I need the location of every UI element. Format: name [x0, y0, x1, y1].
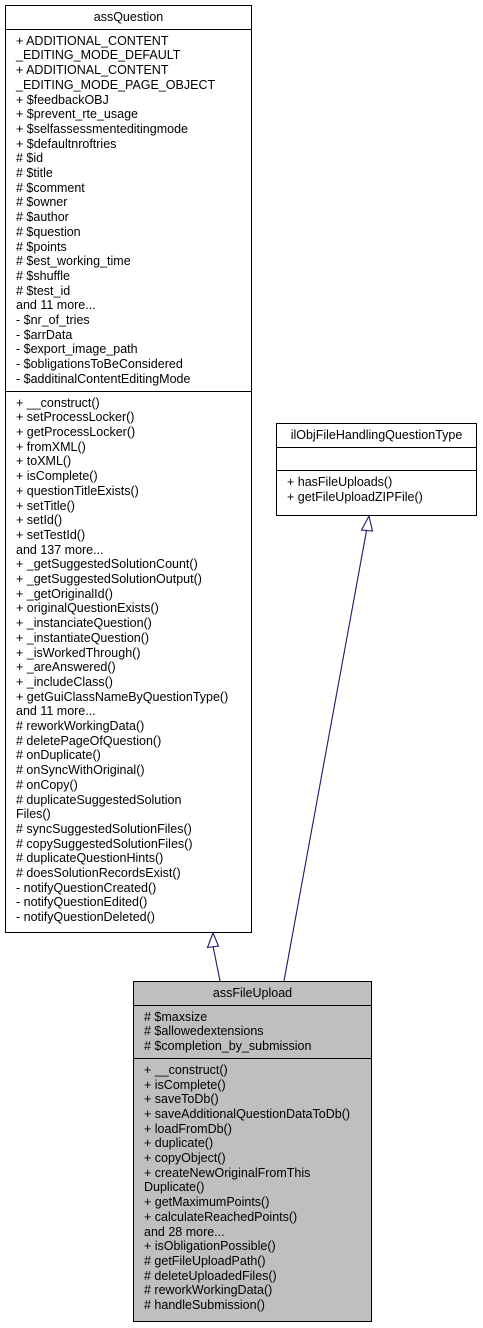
member-line: + duplicate()	[144, 1136, 214, 1151]
attributes-section: + ADDITIONAL_CONTENT_EDITING_MODE_DEFAUL…	[6, 30, 251, 392]
member-line: Duplicate()	[144, 1180, 205, 1195]
member-line: # duplicateQuestionHints()	[16, 851, 164, 866]
member-line: - $export_image_path	[16, 342, 138, 357]
member-line: # doesSolutionRecordsExist()	[16, 866, 181, 881]
member-line: + _isWorkedThrough()	[16, 645, 141, 660]
member-line: Files()	[16, 807, 51, 822]
member-line: # handleSubmission()	[144, 1298, 265, 1313]
member-line: # onCopy()	[16, 777, 78, 792]
member-line: + saveAdditionalQuestionDataToDb()	[144, 1106, 351, 1121]
class-assQuestion: assQuestion + ADDITIONAL_CONTENT_EDITING…	[5, 5, 252, 933]
member-line: - notifyQuestionCreated()	[16, 880, 157, 895]
member-line: # copySuggestedSolutionFiles()	[16, 836, 193, 851]
member-line: + originalQuestionExists()	[16, 601, 159, 616]
methods-section: + hasFileUploads()+ getFileUploadZIPFile…	[277, 471, 476, 508]
member-line: + _getOriginalId()	[16, 586, 113, 601]
member-line: _EDITING_MODE_PAGE_OBJECT	[16, 77, 216, 92]
member-line: + calculateReachedPoints()	[144, 1209, 298, 1224]
member-line: # $shuffle	[16, 268, 70, 283]
member-line: # reworkWorkingData()	[16, 719, 145, 734]
edge-assFileUpload-to-ilObjFileHandlingQuestionType	[283, 514, 374, 982]
member-line: + setTitle()	[16, 498, 75, 513]
member-line: + questionTitleExists()	[16, 483, 139, 498]
member-line: + isComplete()	[16, 469, 98, 484]
member-line: # $owner	[16, 195, 68, 210]
attributes-section: # $maxsize# $allowedextensions# $complet…	[134, 1006, 371, 1059]
member-line: # onDuplicate()	[16, 748, 101, 763]
member-line: # $comment	[16, 180, 85, 195]
methods-section: + __construct()+ setProcessLocker()+ get…	[6, 392, 251, 929]
member-line: # $completion_by_submission	[144, 1039, 312, 1054]
member-line: + _instantiateQuestion()	[16, 630, 150, 645]
member-line: + setTestId()	[16, 527, 86, 542]
member-line: + $prevent_rte_usage	[16, 107, 138, 122]
member-line: + getProcessLocker()	[16, 424, 136, 439]
member-line: # reworkWorkingData()	[144, 1283, 273, 1298]
member-line: and 11 more...	[16, 704, 96, 719]
class-title: assFileUpload	[134, 982, 371, 1006]
member-line: + ADDITIONAL_CONTENT	[16, 63, 169, 78]
class-ilObjFileHandlingQuestionType: ilObjFileHandlingQuestionType + hasFileU…	[276, 423, 477, 516]
member-line: - notifyQuestionEdited()	[16, 895, 148, 910]
member-line: _EDITING_MODE_DEFAULT	[16, 48, 181, 63]
member-line: + fromXML()	[16, 439, 86, 454]
member-line: # $id	[16, 151, 44, 166]
member-line: + saveToDb()	[144, 1092, 219, 1107]
member-line: + getGuiClassNameByQuestionType()	[16, 689, 229, 704]
member-line: # $test_id	[16, 283, 71, 298]
member-line: + __construct()	[144, 1062, 228, 1077]
member-line: + _getSuggestedSolutionOutput()	[16, 572, 202, 587]
member-line: # $allowedextensions	[144, 1024, 264, 1039]
member-line: # $maxsize	[144, 1009, 208, 1024]
member-line: + createNewOriginalFromThis	[144, 1165, 311, 1180]
member-line: # getFileUploadPath()	[144, 1253, 266, 1268]
class-title: ilObjFileHandlingQuestionType	[277, 424, 476, 448]
member-line: + $feedbackOBJ	[16, 92, 109, 107]
member-line: and 11 more...	[16, 298, 96, 313]
member-line: + _instanciateQuestion()	[16, 616, 152, 631]
edge-assFileUpload-to-assQuestion	[206, 931, 221, 982]
member-line: # $points	[16, 239, 67, 254]
member-line: + getFileUploadZIPFile()	[287, 490, 423, 505]
member-line: + hasFileUploads()	[287, 475, 393, 490]
member-line: - $obligationsToBeConsidered	[16, 357, 183, 372]
member-line: + setProcessLocker()	[16, 410, 135, 425]
member-line: + toXML()	[16, 454, 72, 469]
member-line: + $defaultnroftries	[16, 136, 117, 151]
member-line: + _areAnswered()	[16, 660, 116, 675]
member-line: # deleteUploadedFiles()	[144, 1268, 277, 1283]
member-line: + _includeClass()	[16, 674, 113, 689]
member-line: - $additinalContentEditingMode	[16, 371, 191, 386]
member-line: # onSyncWithOriginal()	[16, 763, 145, 778]
member-line: + loadFromDb()	[144, 1121, 232, 1136]
member-line: # $title	[16, 166, 53, 181]
member-line: # syncSuggestedSolutionFiles()	[16, 821, 192, 836]
member-line: # deletePageOfQuestion()	[16, 733, 162, 748]
member-line: - $nr_of_tries	[16, 313, 90, 328]
member-line: + getMaximumPoints()	[144, 1195, 270, 1210]
member-line: and 137 more...	[16, 542, 104, 557]
class-assFileUpload: assFileUpload # $maxsize# $allowedextens…	[133, 981, 372, 1322]
member-line: + setId()	[16, 513, 63, 528]
member-line: - $arrData	[16, 327, 73, 342]
member-line: + ADDITIONAL_CONTENT	[16, 33, 169, 48]
methods-section: + __construct()+ isComplete()+ saveToDb(…	[134, 1059, 371, 1317]
member-line: + copyObject()	[144, 1151, 226, 1166]
member-line: - notifyQuestionDeleted()	[16, 910, 155, 925]
member-line: # $author	[16, 210, 69, 225]
attributes-section	[277, 448, 476, 472]
member-line: + __construct()	[16, 395, 100, 410]
member-line: + $selfassessmenteditingmode	[16, 121, 188, 136]
member-line: + isComplete()	[144, 1077, 226, 1092]
member-line: # $question	[16, 224, 81, 239]
member-line: and 28 more...	[144, 1224, 225, 1239]
class-title: assQuestion	[6, 6, 251, 30]
member-line: + isObligationPossible()	[144, 1239, 276, 1254]
member-line: + _getSuggestedSolutionCount()	[16, 557, 198, 572]
member-line: # duplicateSuggestedSolution	[16, 792, 182, 807]
member-line: # $est_working_time	[16, 254, 131, 269]
